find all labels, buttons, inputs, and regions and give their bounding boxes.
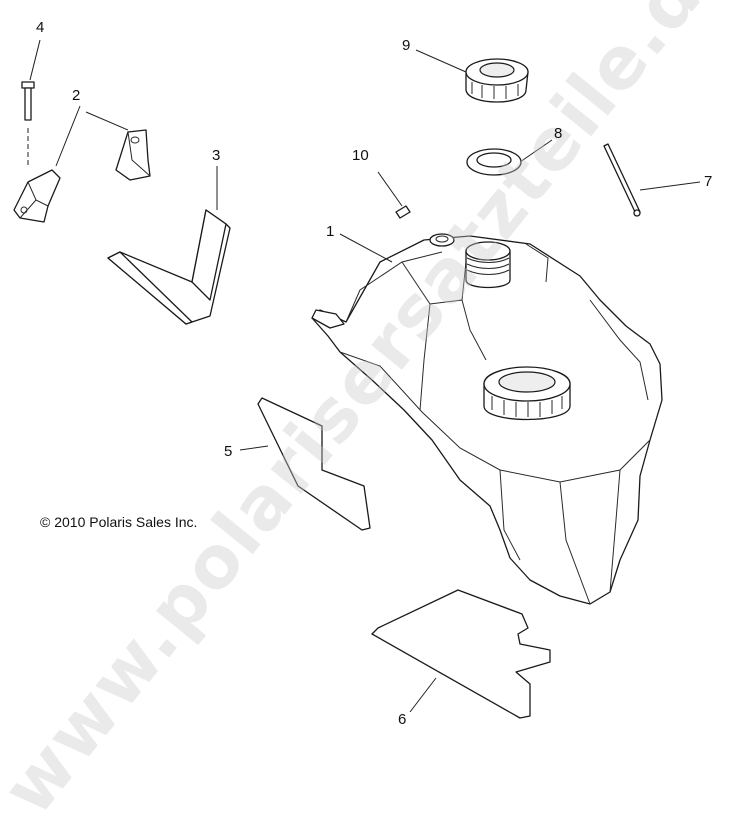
leader-lines <box>29 39 701 713</box>
part-pin <box>395 205 411 219</box>
part-mounting-brackets <box>13 129 151 223</box>
part-l-pad <box>107 209 231 325</box>
exploded-parts-diagram <box>13 39 701 719</box>
copyright-notice: © 2010 Polaris Sales Inc. <box>40 514 198 530</box>
callout-4: 4 <box>36 19 45 36</box>
part-pad-upper <box>257 397 371 531</box>
callout-5: 5 <box>224 443 233 460</box>
callout-9: 9 <box>402 37 411 54</box>
callout-3: 3 <box>212 147 221 164</box>
callout-2: 2 <box>72 87 81 104</box>
part-fuel-tank <box>311 233 663 605</box>
part-fuel-cap <box>465 58 529 103</box>
callout-10: 10 <box>352 147 369 164</box>
part-vent-tube <box>603 143 641 217</box>
callout-1: 1 <box>326 223 335 240</box>
callout-6: 6 <box>398 711 407 728</box>
callout-7: 7 <box>704 173 713 190</box>
part-pad-lower <box>371 589 551 719</box>
part-gasket-ring <box>466 148 522 176</box>
part-bolt <box>21 81 35 168</box>
callout-8: 8 <box>554 125 563 142</box>
